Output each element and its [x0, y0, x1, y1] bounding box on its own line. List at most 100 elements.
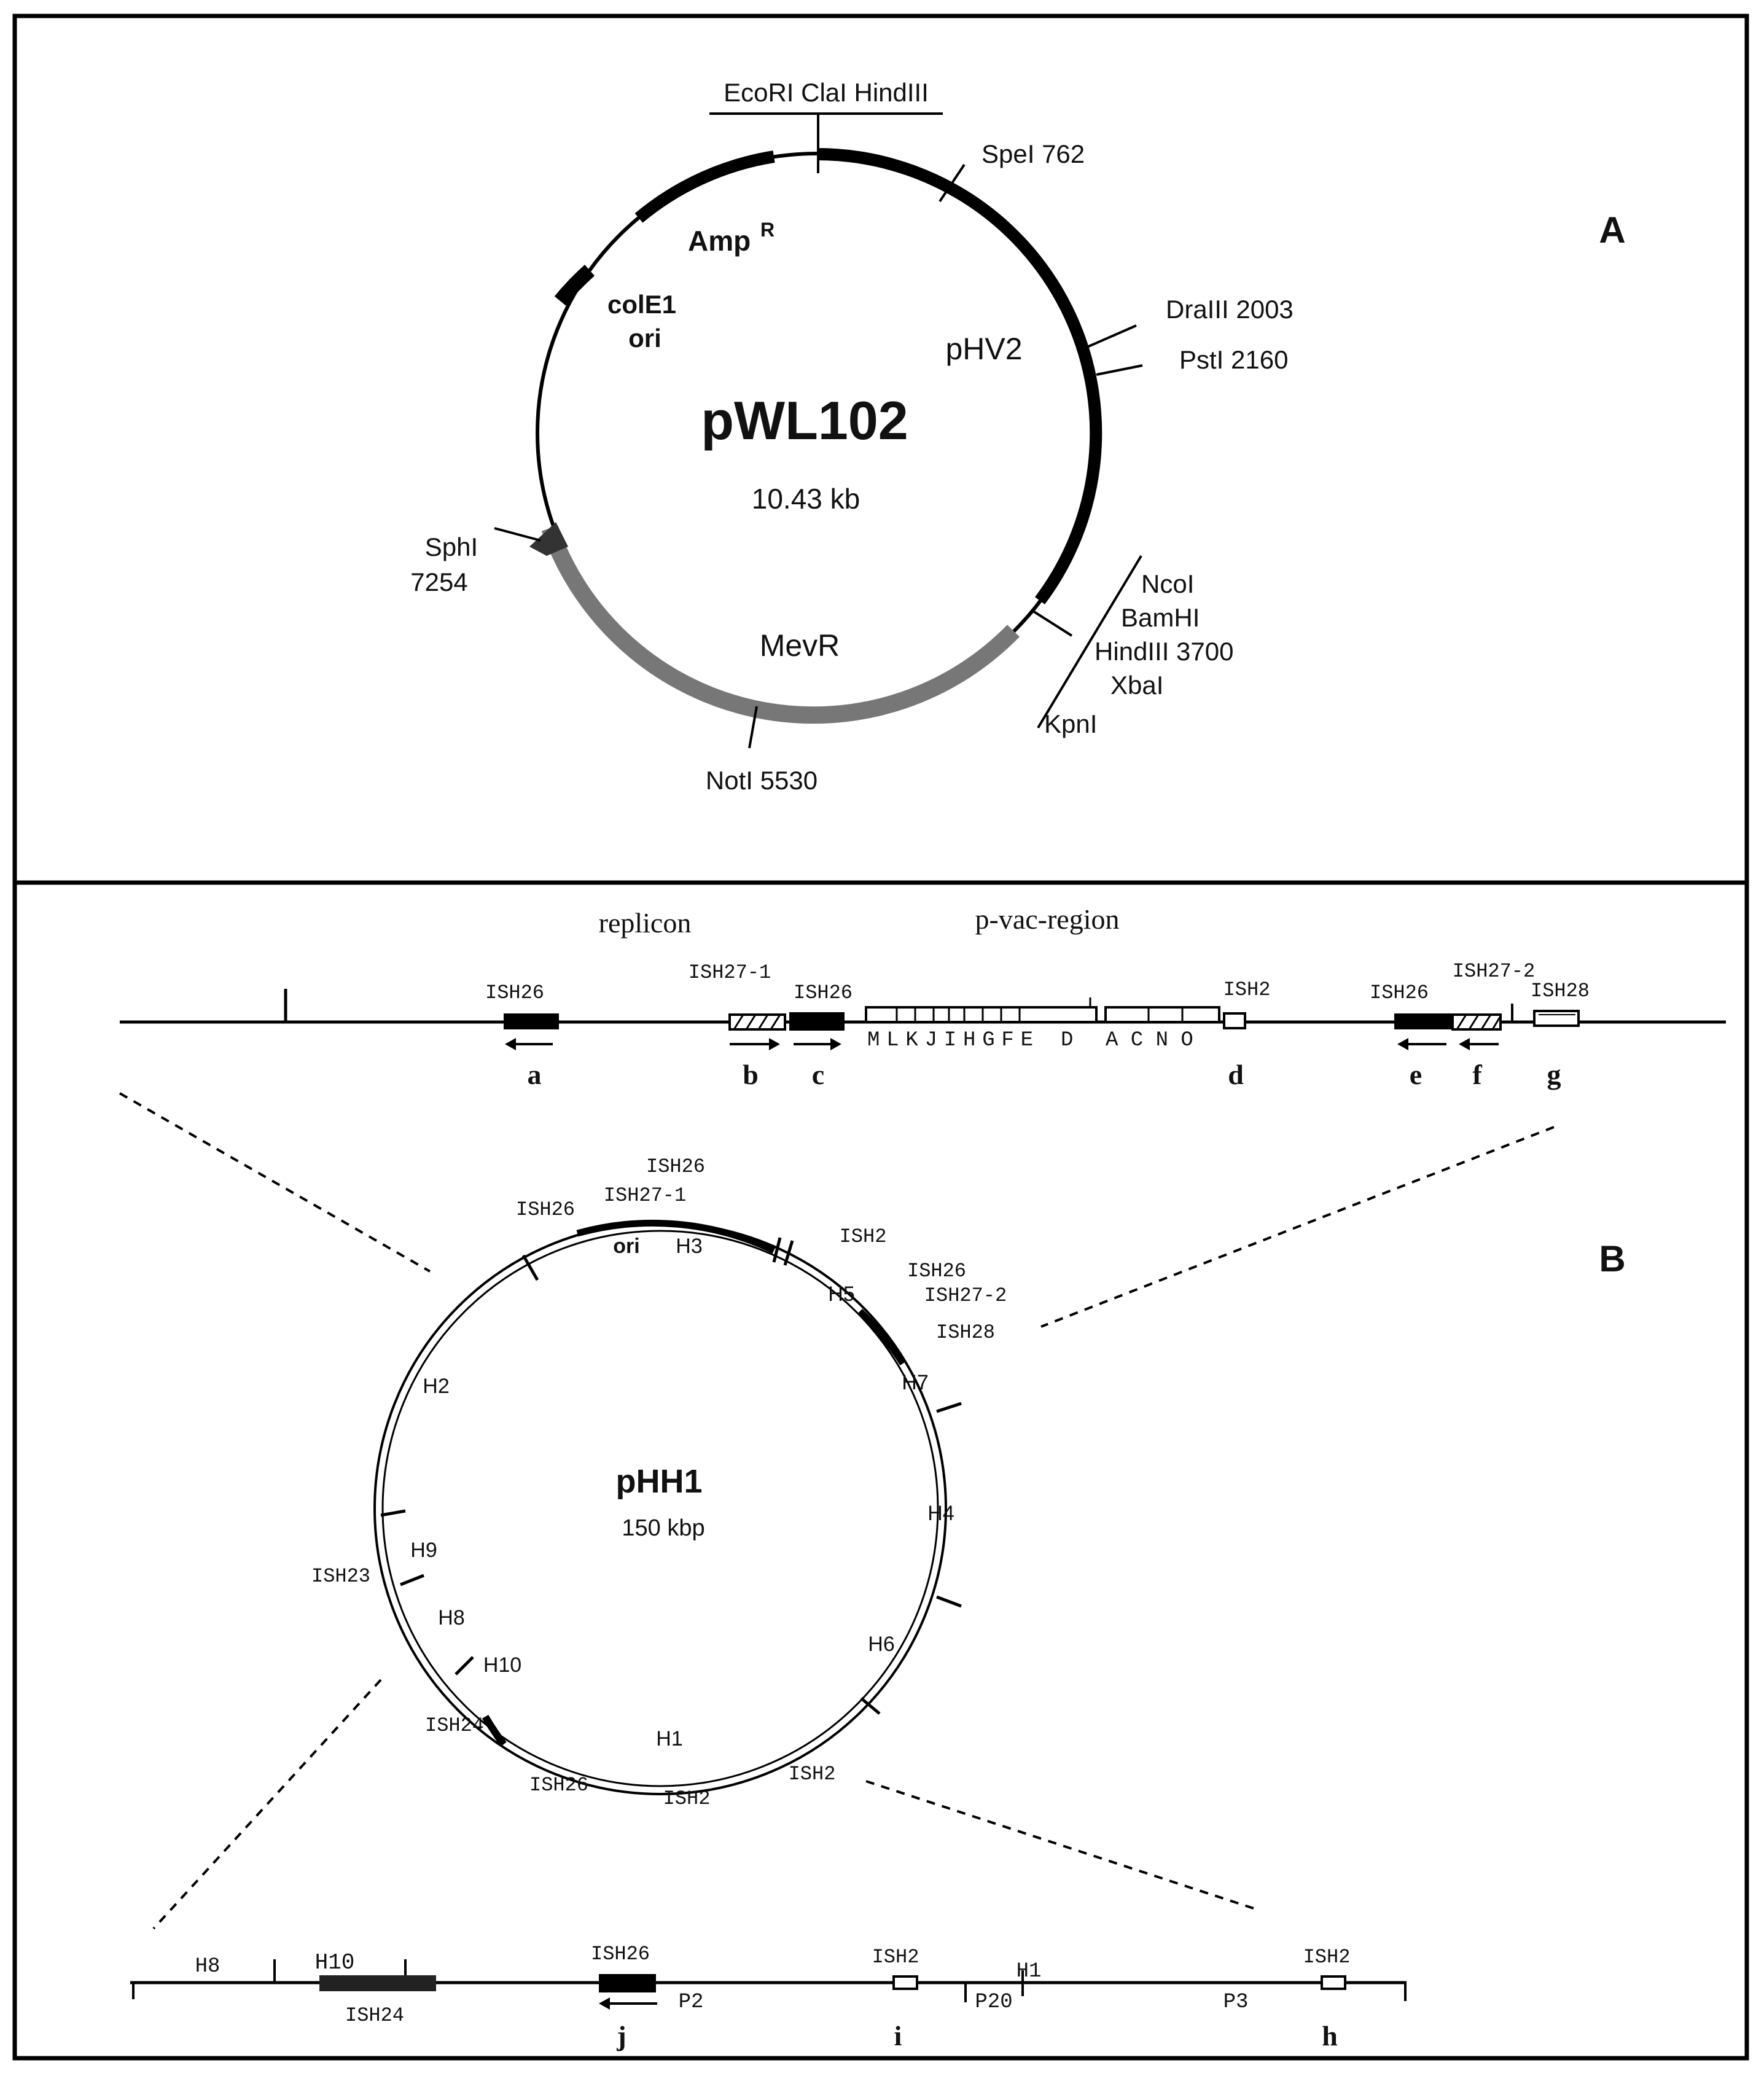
ish26-a-box	[504, 1013, 559, 1029]
sphi-position: 7254	[410, 568, 467, 596]
plasmid-name: pWL102	[701, 390, 908, 451]
bamhi-label: BamHI	[1121, 603, 1200, 632]
phh1-h8: H8	[438, 1606, 464, 1629]
bm-ish2-i-box	[892, 1975, 918, 1990]
bm-h8: H8	[195, 1955, 221, 1978]
bm-p2: P2	[679, 1991, 704, 2014]
mcs2-bar	[1037, 555, 1142, 729]
ish26-e-label: ISH26	[1370, 981, 1429, 1004]
letter-d: d	[1228, 1059, 1244, 1090]
letter-g: g	[1547, 1059, 1561, 1090]
bm-arrow-j-head	[599, 1997, 610, 2010]
bm-ish24-box	[319, 1975, 436, 1991]
notl-label: NotI 5530	[706, 766, 818, 795]
pstl-tick	[1096, 364, 1143, 376]
bm-ish2-i-label: ISH2	[872, 1946, 919, 1969]
ish-cluster-arc	[857, 1309, 906, 1365]
amp-resistance-region	[634, 150, 775, 223]
outer-frame	[12, 14, 1749, 2061]
amp-label: Amp	[688, 225, 751, 257]
hindiii-label: HindIII 3700	[1095, 637, 1234, 666]
pvac-block-1	[865, 1006, 1098, 1023]
ncol-label: NcoI	[1141, 569, 1194, 598]
bm-ish2-h-box	[1321, 1975, 1346, 1990]
bottom-linear-map: H8 H10 ISH24 ISH26 P2 ISH2 P20 H1 P3 ISH…	[130, 1943, 1407, 2051]
ori-label: ori	[628, 324, 662, 353]
ish2-d-label: ISH2	[1223, 978, 1271, 1001]
ish27-2-label: ISH27-2	[1453, 960, 1535, 983]
bm-letter-h: h	[1322, 2020, 1338, 2051]
phh1-ish28: ISH28	[936, 1321, 995, 1344]
pstl-label: PstI 2160	[1179, 345, 1288, 374]
phh1-ish26-right: ISH26	[907, 1260, 966, 1282]
bm-p20: P20	[975, 1991, 1012, 2014]
bm-ish26-label: ISH26	[591, 1943, 650, 1965]
ish26-a-label: ISH26	[485, 981, 544, 1004]
letter-b: b	[743, 1059, 759, 1090]
phh1-h6: H6	[868, 1633, 894, 1656]
notl-tick	[748, 706, 758, 749]
mevr-region	[541, 525, 1020, 724]
phh1-ticks	[380, 1237, 962, 1715]
phh1-circle-map: ISH26 ISH27-1 ISH26 ori H3 ISH2 ISH26 H5…	[311, 1155, 1007, 1810]
ish27-2-hatch	[1456, 1014, 1501, 1030]
phh1-name: pHH1	[615, 1463, 702, 1500]
zoom-line-top-left	[119, 1092, 431, 1273]
mcs-label: EcoRI ClaI HindIII	[724, 78, 929, 107]
arrow-c-head	[830, 1038, 841, 1050]
cole1-label: colE1	[607, 290, 676, 319]
sphi-marker	[529, 522, 568, 556]
panel-a: A EcoRI ClaI HindIII SpeI 762 DraIII 200…	[410, 78, 1625, 795]
letter-a: a	[528, 1059, 542, 1090]
replicon-label: replicon	[599, 907, 692, 938]
kpni-label: KpnI	[1044, 709, 1097, 738]
pvac-block-2-dividers	[1147, 1007, 1184, 1022]
bm-letter-j: j	[616, 2020, 626, 2051]
pvac-block-2	[1104, 1006, 1220, 1023]
genes-left-label: MLKJIHGFE	[867, 1029, 1033, 1052]
pvac-block-1-dividers	[896, 1007, 1021, 1022]
panel-a-letter: A	[1599, 209, 1625, 251]
bm-h1: H1	[1017, 1960, 1042, 1983]
plasmid-size: 10.43 kb	[752, 483, 860, 515]
ish24-arc	[482, 1714, 507, 1747]
panel-b-letter: B	[1599, 1238, 1625, 1279]
phh1-h7: H7	[902, 1371, 928, 1394]
spei-tick	[939, 163, 966, 203]
phh1-outer-strand	[373, 1222, 947, 1795]
phh1-ish27-1: ISH27-1	[604, 1184, 686, 1207]
arrow-f-head	[1459, 1038, 1470, 1050]
zoom-line-top-right	[1040, 1126, 1555, 1328]
mevr-label: MevR	[760, 628, 840, 663]
ish28-label: ISH28	[1531, 980, 1590, 1002]
ish27-1-hatch	[733, 1014, 781, 1030]
phh1-h1: H1	[656, 1727, 682, 1750]
phh1-ish26-left: ISH26	[516, 1198, 575, 1221]
xbal-label: XbaI	[1110, 671, 1163, 700]
letter-f: f	[1472, 1059, 1482, 1090]
ish28-box	[1533, 1010, 1580, 1027]
arrow-e-head	[1397, 1038, 1408, 1050]
phh1-ish2-bottom-right: ISH2	[789, 1763, 836, 1785]
top-linear-map: replicon p-vac-region ISH26 ISH27-1 ISH2…	[120, 903, 1726, 1090]
cole1-ori-region	[554, 265, 595, 306]
phh1-ish23: ISH23	[311, 1565, 370, 1588]
ish26-c-label: ISH26	[794, 981, 853, 1004]
phh1-ish26-bottom: ISH26	[529, 1774, 588, 1797]
phh1-h9: H9	[410, 1539, 437, 1562]
phh1-ish2-top: ISH2	[840, 1225, 887, 1248]
genes-right-label: A C N O	[1106, 1029, 1193, 1052]
phh1-ish27-2: ISH27-2	[924, 1284, 1007, 1307]
sphi-label: SphI	[425, 533, 478, 561]
zoom-line-bottom-right	[865, 1780, 1260, 1911]
dralll-label: DraIII 2003	[1166, 295, 1294, 324]
bm-h10: H10	[315, 1950, 355, 1975]
phh1-h4: H4	[927, 1502, 954, 1525]
letter-c: c	[812, 1059, 824, 1090]
bm-letter-i: i	[894, 2020, 902, 2051]
arrow-a-head	[505, 1038, 516, 1050]
gene-d-label: D	[1061, 1029, 1073, 1052]
phh1-h5: H5	[828, 1282, 854, 1306]
